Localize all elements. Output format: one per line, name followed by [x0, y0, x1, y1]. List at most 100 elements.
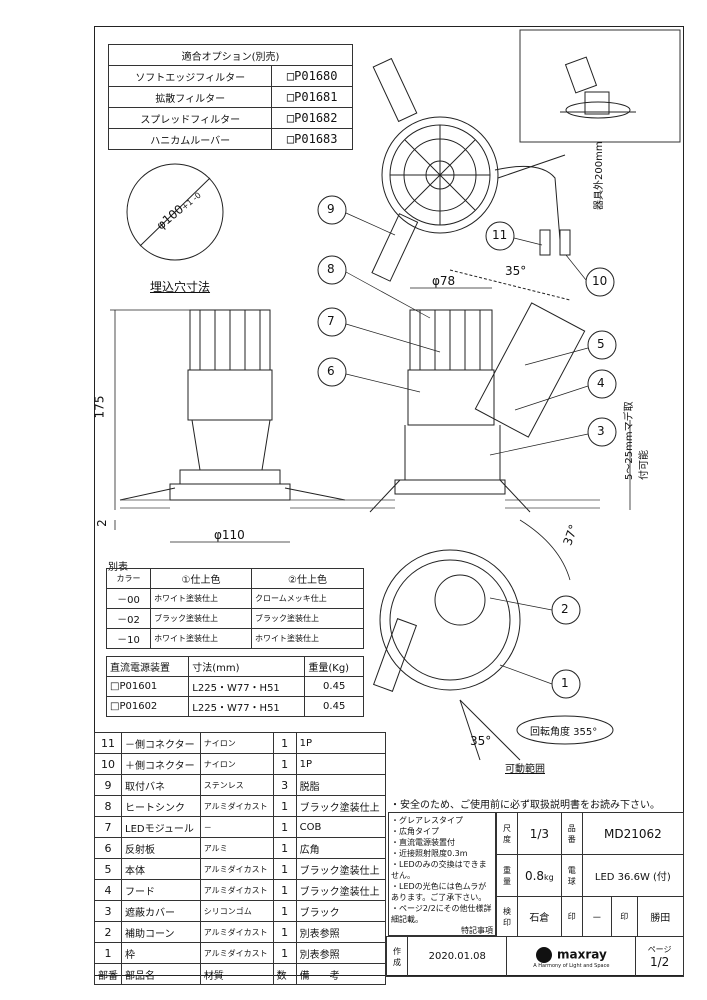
parts-name: 取付バネ	[121, 774, 201, 796]
note-line: ・直流電源装置付	[391, 838, 455, 847]
parts-qty: 1	[272, 900, 297, 922]
callout-number: 7	[327, 314, 335, 328]
dim-angle35-top: 35°	[505, 264, 527, 278]
parts-qty: 1	[272, 942, 297, 964]
callout-8	[317, 255, 347, 285]
safety-note: ・安全のため、ご使用前に必ず取扱説明書をお読み下さい。	[390, 800, 660, 811]
power-code: □P01602	[105, 696, 190, 717]
callout-11	[485, 221, 515, 251]
parts-no: 9	[94, 774, 122, 796]
parts-no: 11	[94, 732, 122, 754]
finish-2: クロームメッキ仕上	[251, 588, 364, 609]
parts-qty: 1	[272, 858, 297, 880]
dim-d110: φ110	[214, 528, 245, 542]
callout-9	[317, 195, 347, 225]
callout-3	[587, 417, 617, 447]
logo-cell: maxray A Harmony of Light and Space	[506, 936, 637, 977]
footer-cell: 備 考	[295, 963, 387, 985]
finish-1: ホワイト塗装仕上	[150, 588, 252, 609]
page-cell: ページ 1/2	[635, 936, 684, 977]
parts-note: 1P	[295, 732, 387, 754]
side-view-right	[369, 269, 586, 513]
header-cell: 重量(Kg)	[304, 656, 364, 677]
callout-number: 5	[597, 337, 605, 351]
parts-note: ブラック塗装仕上	[295, 858, 387, 880]
parts-name: フード	[121, 879, 201, 901]
power-size: L225・W77・H51	[188, 696, 306, 717]
footer-cell: 部品名	[121, 963, 201, 985]
parts-mat: ナイロン	[199, 753, 274, 775]
parts-no: 1	[94, 942, 122, 964]
parts-note: 別表参照	[295, 942, 387, 964]
sakusei-label: 作成	[386, 936, 408, 977]
parts-name: ＋側コネクター	[121, 753, 201, 775]
note-line: ・近接照射限度0.3m	[391, 849, 468, 858]
title-block: 尺度 1/3 品番 MD21062 重量 0.8kg 電球 LED 36.6W …	[496, 812, 685, 937]
cutout-label: 埋込穴寸法	[150, 280, 211, 294]
parts-no: 7	[94, 816, 122, 838]
callout-10	[585, 267, 615, 297]
footer-cell: 数	[272, 963, 297, 985]
callouts	[317, 195, 617, 699]
finish-1: ホワイト塗装仕上	[150, 628, 252, 649]
finish-1: ブラック塗装仕上	[150, 608, 252, 629]
movable-range: 可動範囲	[505, 764, 545, 775]
parts-mat: －	[199, 816, 274, 838]
options-table: 適合オプション(別売) ソフトエッジフィルター□P01680 拡散フィルター□P…	[107, 44, 353, 150]
power-size: L225・W77・H51	[188, 676, 306, 697]
finish-2: ホワイト塗装仕上	[251, 628, 364, 649]
parts-mat: アルミダイカスト	[199, 942, 274, 964]
leader-lines	[345, 212, 589, 685]
callout-number: 6	[327, 364, 335, 378]
approver-name: 勝田	[636, 896, 685, 937]
betsuhyo-title: 別表	[108, 562, 128, 573]
seal-1: 印	[560, 896, 583, 937]
parts-no: 6	[94, 837, 122, 859]
parts-note: ブラック塗装仕上	[295, 795, 387, 817]
lamp-label: 電球	[560, 854, 583, 897]
ceiling-hatch	[120, 499, 600, 509]
callout-number: 8	[327, 262, 335, 276]
cable-length: 器具外200mm	[594, 141, 605, 210]
parts-qty: 1	[272, 795, 297, 817]
note-line: ・グレアレスタイプ	[391, 816, 463, 825]
option-code: □P01680	[271, 65, 353, 87]
bottom-block: 作成 2020.01.08 maxray A Harmony of Light …	[386, 936, 684, 977]
color-code: －00	[105, 588, 152, 609]
notes-box: ・グレアレスタイプ ・広角タイプ ・直流電源装置付 ・近接照射限度0.3m ・L…	[388, 812, 496, 936]
note-line: ・広角タイプ	[391, 827, 439, 836]
parts-name: 遮蔽カバー	[121, 900, 201, 922]
option-code: □P01683	[271, 128, 353, 150]
parts-qty: 1	[272, 732, 297, 754]
weight-label: 重量	[496, 854, 518, 897]
callout-5	[587, 330, 617, 360]
parts-mat: アルミダイカスト	[199, 921, 274, 943]
note-line: ・ページ2/2にその他仕様詳細記載。	[391, 904, 492, 924]
date-cell: 2020.01.08	[406, 936, 508, 977]
bottom-view	[372, 549, 521, 761]
dim-h2: 2	[94, 519, 109, 527]
power-weight: 0.45	[304, 676, 364, 697]
callout-number: 1	[561, 676, 569, 690]
parts-note: ブラック	[295, 900, 387, 922]
page-label: ページ	[647, 945, 672, 954]
power-weight: 0.45	[304, 696, 364, 717]
parts-mat: アルミ	[199, 837, 274, 859]
parts-name: 反射板	[121, 837, 201, 859]
header-cell: 寸法(mm)	[188, 656, 306, 677]
scale-label: 尺度	[496, 812, 518, 855]
parts-name: LEDモジュール	[121, 816, 201, 838]
callout-4	[587, 369, 617, 399]
parts-note: ブラック塗装仕上	[295, 879, 387, 901]
parts-mat: シリコンゴム	[199, 900, 274, 922]
parts-name: 本体	[121, 858, 201, 880]
parts-qty: 1	[272, 753, 297, 775]
header-cell: ②仕上色	[251, 568, 364, 589]
